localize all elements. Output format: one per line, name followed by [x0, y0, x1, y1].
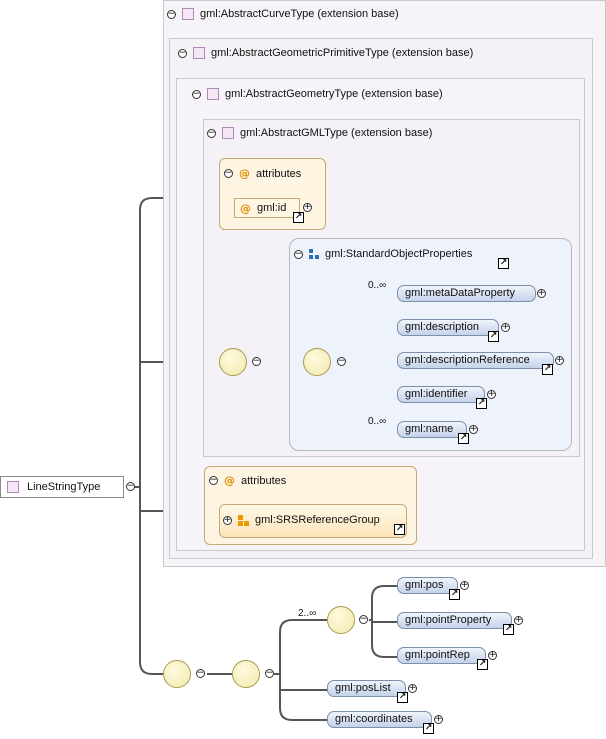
reference-link-icon[interactable]: ↗ [476, 398, 487, 409]
element-meta-data-property[interactable]: gml:metaDataProperty [397, 285, 536, 302]
expand-icon[interactable]: + [303, 202, 312, 212]
frame-title: gml:AbstractCurveType (extension base) [200, 8, 399, 20]
collapse-icon[interactable]: − [337, 356, 346, 366]
element-point-property[interactable]: gml:pointProperty [397, 612, 512, 629]
reference-link-icon[interactable]: ↗ [488, 331, 499, 342]
choice-compositor-icon[interactable] [327, 606, 355, 634]
attribute-name: gml:id [257, 202, 287, 214]
attributes-header: − @ attributes [224, 167, 301, 180]
attribute-icon: @ [224, 474, 235, 487]
group-name: gml:StandardObjectProperties [325, 248, 473, 260]
attribute-group-header: + gml:SRSReferenceGroup [223, 514, 380, 526]
expand-icon[interactable]: + [460, 580, 469, 590]
expand-icon[interactable]: + [501, 322, 510, 332]
collapse-icon[interactable]: − [359, 614, 368, 624]
frame-title: gml:AbstractGeometricPrimitiveType (exte… [211, 47, 474, 59]
header-abstract-curve-type: − gml:AbstractCurveType (extension base) [167, 8, 399, 20]
header-abstract-geometry-type: − gml:AbstractGeometryType (extension ba… [192, 88, 443, 100]
attribute-gml-id[interactable]: @ gml:id [234, 198, 300, 218]
attribute-group-name: gml:SRSReferenceGroup [255, 514, 380, 526]
element-pos[interactable]: gml:pos [397, 577, 458, 594]
expand-icon[interactable]: + [555, 355, 564, 365]
reference-link-icon[interactable]: ↗ [394, 524, 405, 535]
element-name[interactable]: gml:name [397, 421, 467, 438]
group-header: − gml:StandardObjectProperties [294, 248, 472, 260]
element-description[interactable]: gml:description [397, 319, 499, 336]
complex-type-icon [182, 8, 194, 20]
reference-link-icon[interactable]: ↗ [293, 212, 304, 223]
collapse-icon[interactable]: − [224, 168, 233, 178]
reference-link-icon[interactable]: ↗ [423, 723, 434, 734]
collapse-icon[interactable]: − [192, 88, 201, 99]
expand-icon[interactable]: + [537, 288, 546, 298]
attributes-box-gml-id [219, 158, 326, 230]
frame-title: gml:AbstractGeometryType (extension base… [225, 88, 443, 100]
element-identifier[interactable]: gml:identifier [397, 386, 485, 403]
collapse-icon[interactable]: − [196, 668, 205, 678]
reference-link-icon[interactable]: ↗ [477, 659, 488, 670]
frame-title: gml:AbstractGMLType (extension base) [240, 127, 433, 139]
group-icon [309, 249, 319, 259]
sequence-compositor-icon[interactable] [163, 660, 191, 688]
collapse-icon[interactable]: − [207, 127, 216, 138]
complex-type-icon [207, 88, 219, 100]
sequence-compositor-icon[interactable] [303, 348, 331, 376]
reference-link-icon[interactable]: ↗ [503, 624, 514, 635]
expand-icon[interactable]: + [223, 514, 232, 525]
collapse-icon[interactable]: − [167, 8, 176, 19]
complex-type-icon [193, 47, 205, 59]
root-type-line-string-type[interactable]: LineStringType [0, 476, 124, 498]
group-standard-object-properties [289, 238, 572, 451]
collapse-icon[interactable]: − [178, 47, 187, 58]
element-coordinates[interactable]: gml:coordinates [327, 711, 432, 728]
root-type-name: LineStringType [27, 481, 101, 493]
attribute-group-srs-reference-group[interactable] [219, 504, 407, 538]
choice-compositor-icon[interactable] [232, 660, 260, 688]
expand-icon[interactable]: + [488, 650, 497, 660]
expand-icon[interactable]: + [408, 683, 417, 693]
collapse-icon[interactable]: − [294, 248, 303, 259]
sequence-compositor-icon[interactable] [219, 348, 247, 376]
attribute-icon: @ [239, 167, 250, 180]
element-pos-list[interactable]: gml:posList [327, 680, 406, 697]
element-point-rep[interactable]: gml:pointRep [397, 647, 486, 664]
collapse-icon[interactable]: − [252, 356, 261, 366]
reference-link-icon[interactable]: ↗ [542, 364, 553, 375]
header-abstract-geometric-primitive-type: − gml:AbstractGeometricPrimitiveType (ex… [178, 47, 473, 59]
reference-link-icon[interactable]: ↗ [458, 433, 469, 444]
reference-link-icon[interactable]: ↗ [397, 692, 408, 703]
attributes-header: − @ attributes [209, 474, 286, 487]
reference-link-icon[interactable]: ↗ [498, 258, 509, 269]
expand-icon[interactable]: + [487, 389, 496, 399]
collapse-icon[interactable]: − [265, 668, 274, 678]
cardinality-label: 0..∞ [368, 416, 387, 427]
header-abstract-gml-type: − gml:AbstractGMLType (extension base) [207, 127, 432, 139]
collapse-icon[interactable]: − [209, 475, 218, 485]
attribute-icon: @ [240, 201, 251, 215]
complex-type-icon [222, 127, 234, 139]
attribute-group-icon [238, 514, 249, 526]
attributes-label: attributes [241, 474, 287, 487]
expand-icon[interactable]: + [434, 714, 443, 724]
attributes-label: attributes [256, 167, 302, 180]
cardinality-label: 2..∞ [298, 608, 317, 619]
expand-icon[interactable]: + [469, 424, 478, 434]
element-description-reference[interactable]: gml:descriptionReference [397, 352, 554, 369]
reference-link-icon[interactable]: ↗ [449, 589, 460, 600]
expand-icon[interactable]: + [514, 615, 523, 625]
complex-type-icon [7, 481, 19, 493]
collapse-icon[interactable]: − [126, 481, 135, 491]
cardinality-label: 0..∞ [368, 280, 387, 291]
